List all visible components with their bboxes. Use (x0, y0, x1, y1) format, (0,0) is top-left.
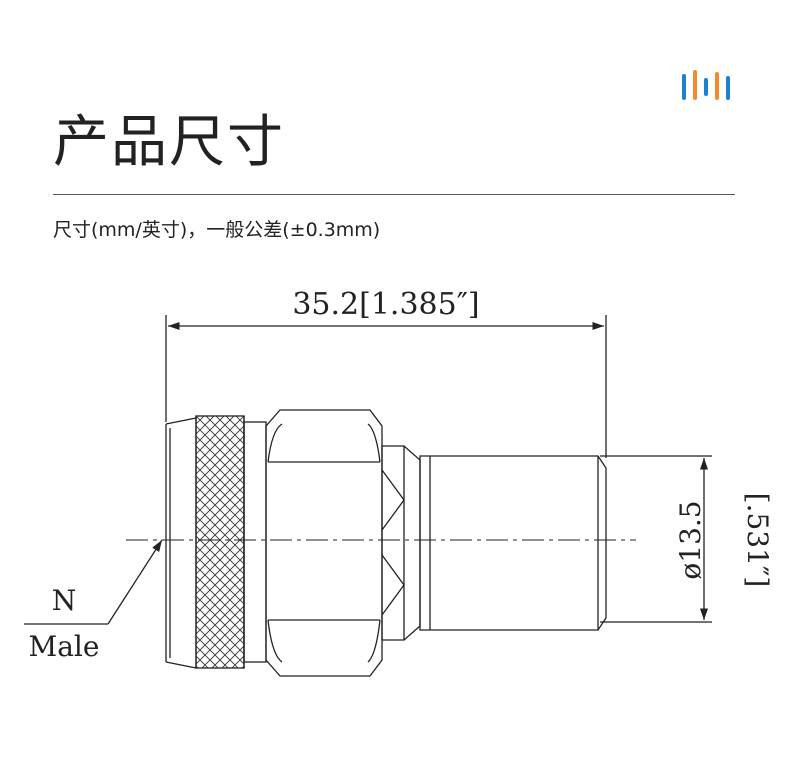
crimp-ferrule (419, 455, 607, 631)
connector-type-label: N (52, 584, 77, 617)
logo-bar (715, 72, 719, 100)
hex-body (265, 409, 383, 677)
diameter-imperial-label: [.531″] (741, 493, 774, 588)
connector-gender-label: Male (29, 630, 100, 663)
logo-bar (704, 78, 708, 96)
label-leader (107, 539, 163, 625)
logo-bar (726, 76, 730, 100)
front-cap (165, 417, 197, 669)
brand-logo (682, 70, 730, 100)
title-divider (53, 194, 735, 195)
diameter-dimension-label: ø13.5 (674, 500, 707, 579)
logo-bar (693, 70, 697, 100)
logo-bar (682, 74, 686, 100)
tolerance-note: 尺寸(mm/英寸)，一般公差(±0.3mm) (53, 219, 381, 241)
transition-collar (381, 445, 421, 641)
connector-drawing: 35.2[1.385″] ø13.5 [.531″] N Male (24, 287, 774, 677)
knurled-coupling-nut (195, 415, 245, 669)
page-title: 产品尺寸 (53, 110, 285, 175)
length-dimension-label: 35.2[1.385″] (292, 287, 479, 322)
